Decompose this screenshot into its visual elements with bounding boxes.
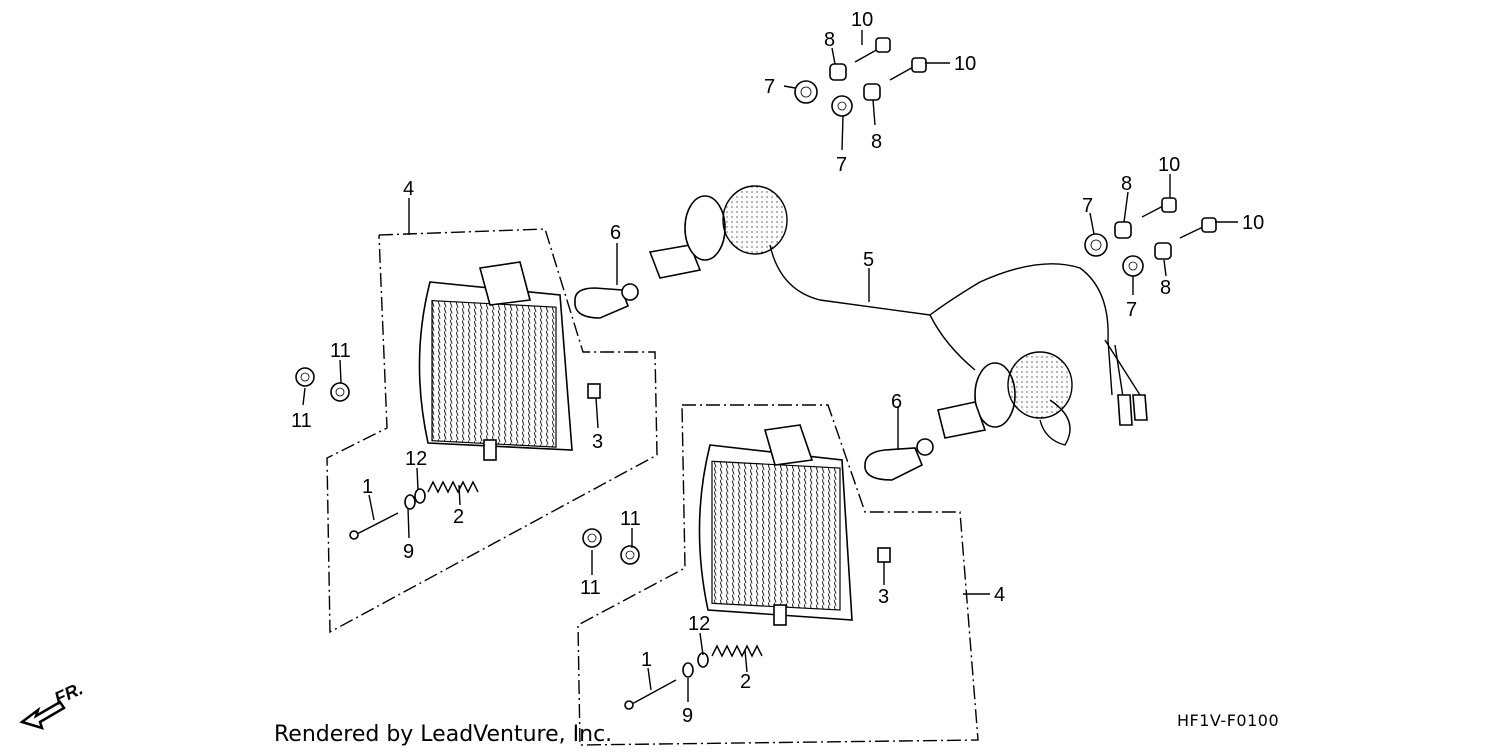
callout-10: 10 <box>1158 154 1180 176</box>
nuts-left <box>295 367 601 402</box>
hardware-cluster-top <box>794 37 927 117</box>
wire-harness <box>769 244 1148 446</box>
adjuster-hardware-right <box>624 644 763 710</box>
hardware-cluster-right <box>1084 197 1217 277</box>
assembly-boundary-left <box>326 228 658 634</box>
callout-11: 11 <box>330 340 351 362</box>
boot-upper <box>684 185 788 261</box>
callout-8: 8 <box>1160 277 1171 299</box>
callout-7: 7 <box>764 76 775 98</box>
callout-5: 5 <box>863 249 874 271</box>
adjuster-hardware-left <box>349 480 479 540</box>
callout-8: 8 <box>824 29 835 51</box>
callout-4: 4 <box>994 584 1005 606</box>
callout-10: 10 <box>1242 212 1264 234</box>
callout-9: 9 <box>682 705 693 727</box>
callout-2: 2 <box>453 506 464 528</box>
callout-7: 7 <box>1126 299 1137 321</box>
callout-3: 3 <box>878 586 889 608</box>
callout-7: 7 <box>836 154 847 176</box>
front-direction-arrow: FR. <box>19 678 86 730</box>
headlight-unit-left <box>418 261 573 461</box>
socket-right <box>937 401 987 439</box>
callout-6: 6 <box>891 391 902 413</box>
callout-11: 11 <box>620 508 641 530</box>
bulb-right <box>864 438 934 481</box>
rendered-by-credit: Rendered by LeadVenture, Inc. <box>274 722 613 747</box>
callout-2: 2 <box>740 671 751 693</box>
callout-1: 1 <box>641 649 652 671</box>
nuts-right <box>582 528 891 565</box>
callout-9: 9 <box>403 541 414 563</box>
callout-6: 6 <box>610 222 621 244</box>
boot-lower <box>974 351 1073 428</box>
socket-left <box>648 244 702 279</box>
bulb-left <box>574 283 639 319</box>
callout-7: 7 <box>1082 195 1093 217</box>
assembly-boundary-right <box>577 404 979 746</box>
drawing-code: HF1V-F0100 <box>1177 711 1280 730</box>
callout-4: 4 <box>403 178 414 200</box>
leader-lines <box>302 30 1238 702</box>
callout-12: 12 <box>405 448 427 470</box>
callout-1: 1 <box>362 476 373 498</box>
callout-10: 10 <box>851 9 873 31</box>
callout-10: 10 <box>954 53 976 75</box>
callout-8: 8 <box>871 131 882 153</box>
callout-12: 12 <box>688 613 710 635</box>
callout-11: 11 <box>580 577 601 599</box>
callout-3: 3 <box>592 431 603 453</box>
callout-8: 8 <box>1121 173 1132 195</box>
callout-11: 11 <box>291 410 312 432</box>
headlight-unit-right <box>698 424 853 626</box>
